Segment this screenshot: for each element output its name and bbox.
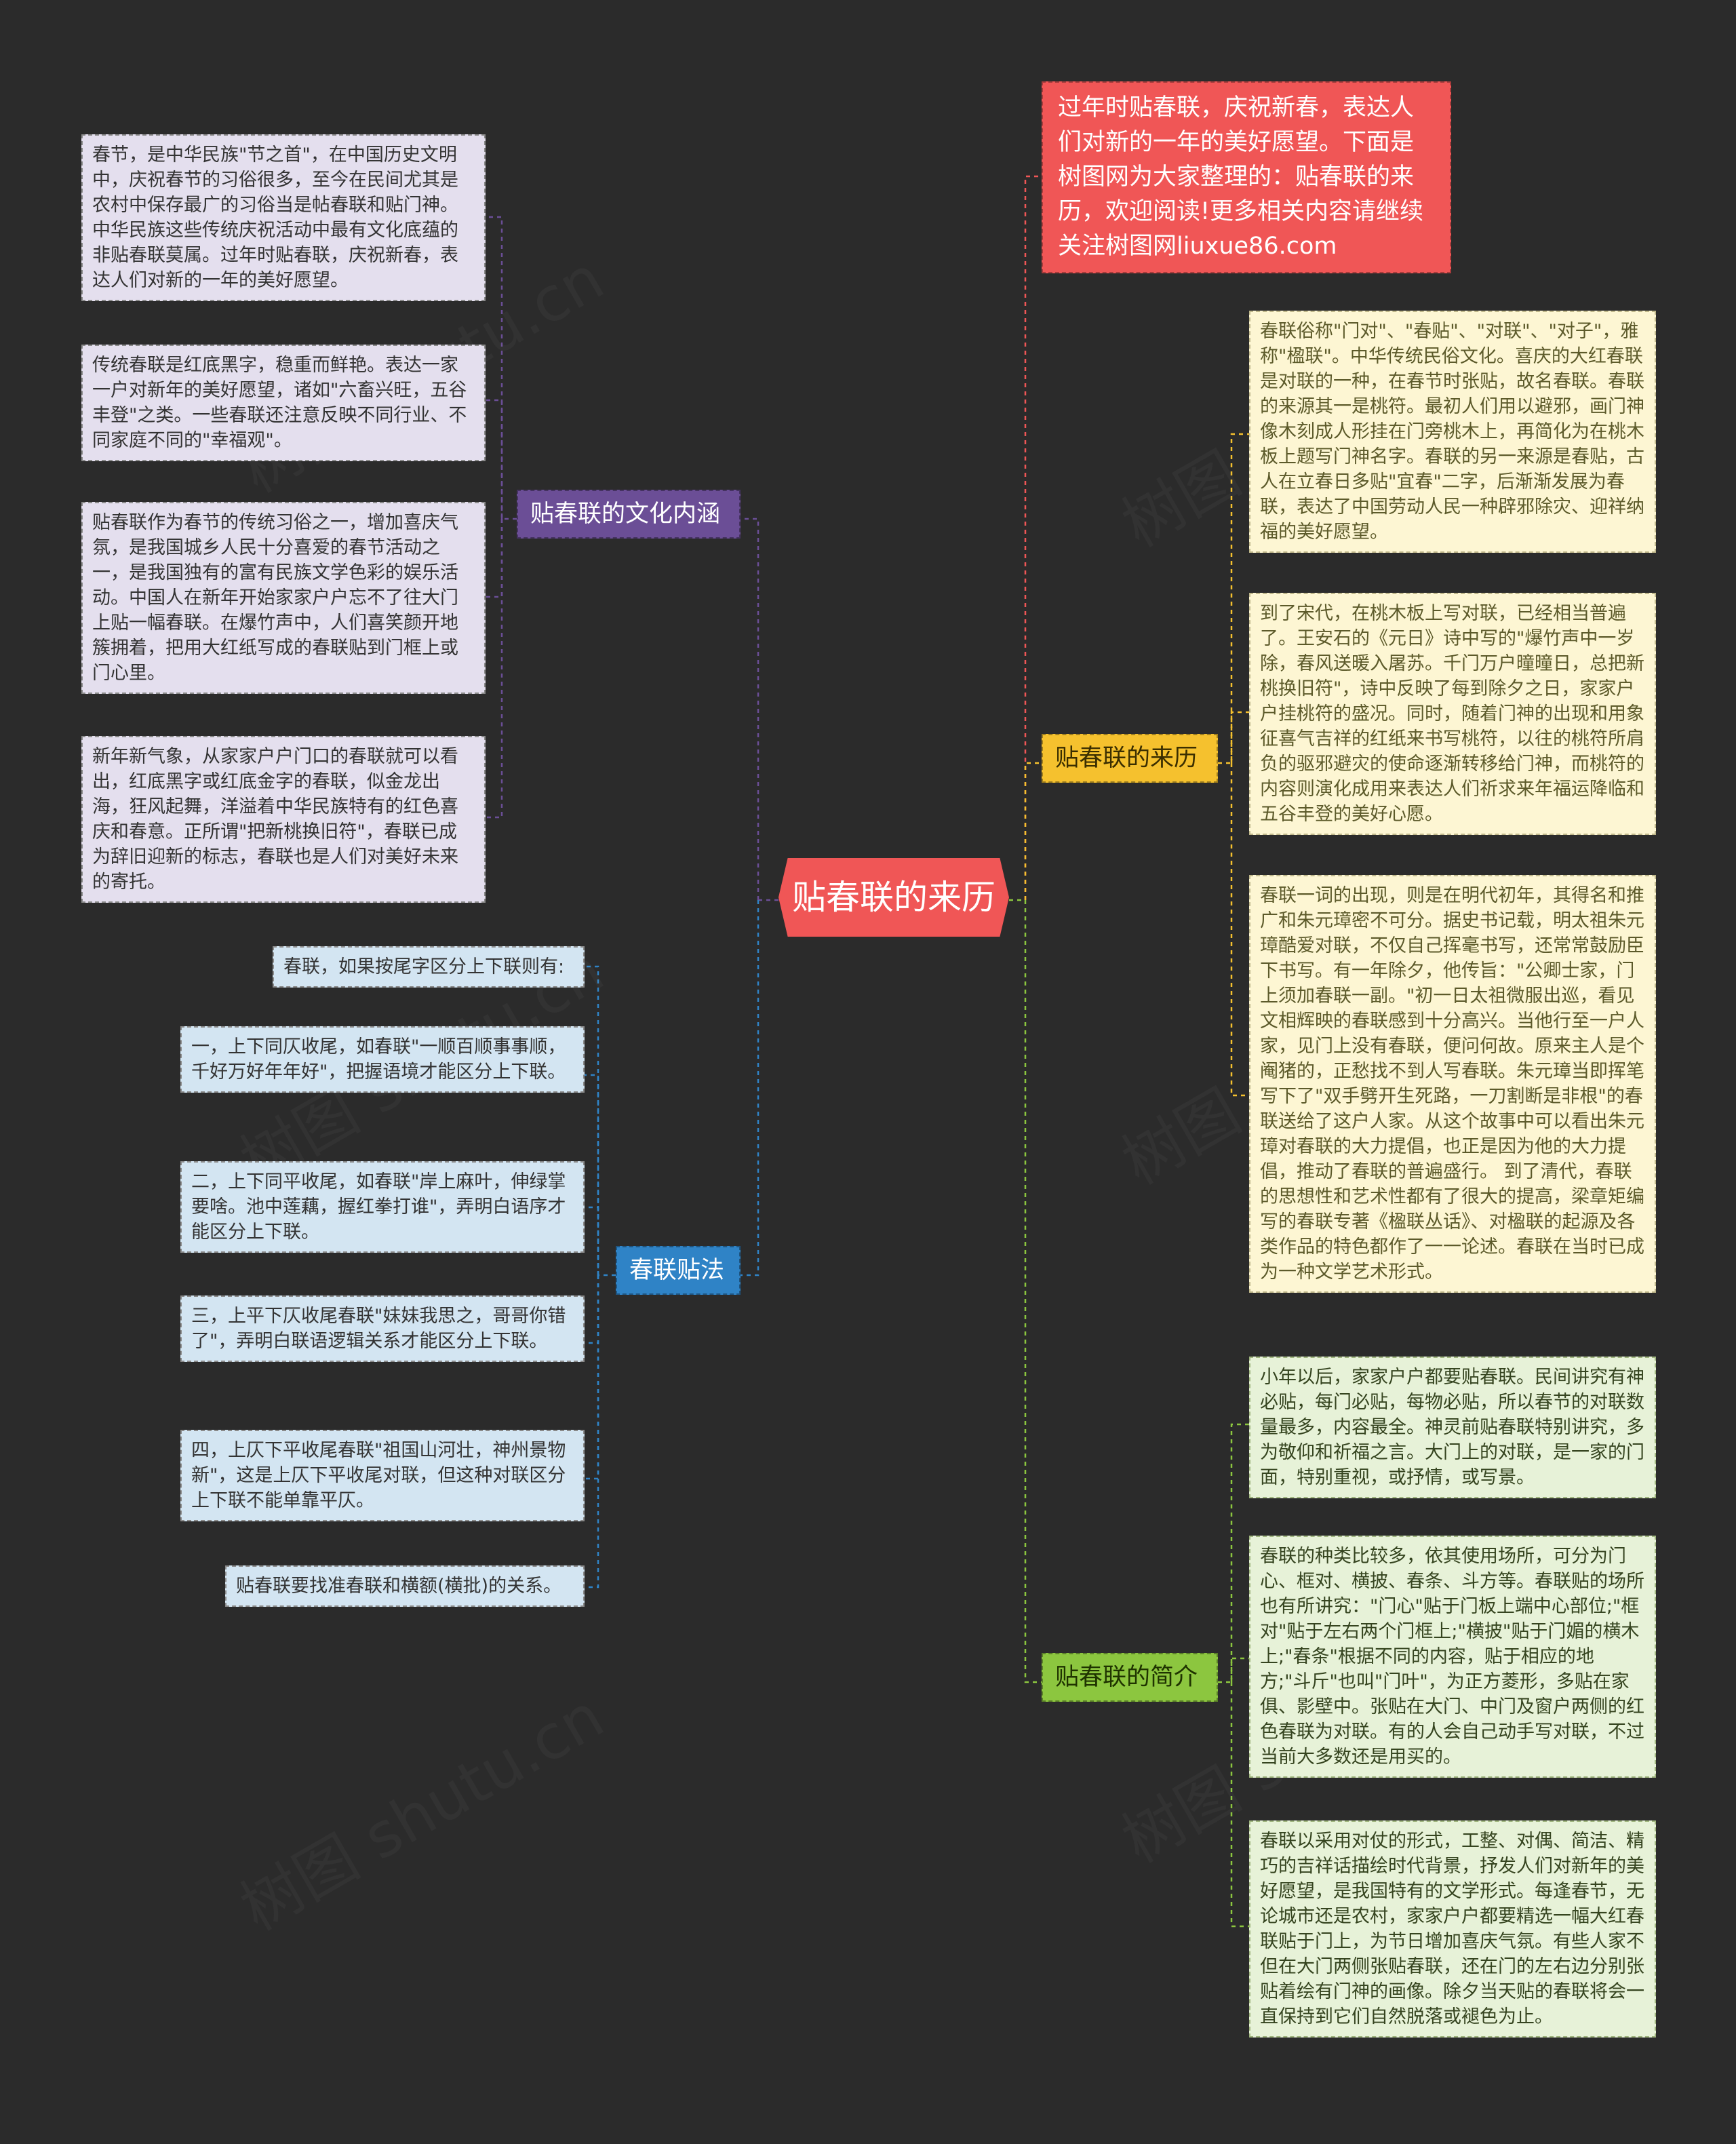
culture-leaf-1[interactable]: 春节，是中华民族"节之首"，在中国历史文明中，庆祝春节的习俗很多，至今在民间尤其… [81,134,486,301]
branch-culture[interactable]: 贴春联的文化内涵 [517,490,741,539]
intro-leaf-1[interactable]: 小年以后，家家户户都要贴春联。民间讲究有神必贴，每门必贴，每物必贴，所以春节的对… [1249,1357,1656,1498]
method-leaf-2[interactable]: 一，上下同仄收尾，如春联"一顺百顺事事顺，千好万好年年好"，把握语境才能区分上下… [180,1026,585,1093]
method-leaf-5[interactable]: 四，上仄下平收尾春联"祖国山河壮，神州景物新"，这是上仄下平收尾对联，但这种对联… [180,1430,585,1521]
origin-leaf-3[interactable]: 春联一词的出现，则是在明代初年，其得名和推广和朱元璋密不可分。据史书记载，明太祖… [1249,875,1656,1293]
method-leaf-4[interactable]: 三，上平下仄收尾春联"妹妹我思之，哥哥你错了"，弄明白联语逻辑关系才能区分上下联… [180,1295,585,1362]
culture-leaf-4[interactable]: 新年新气象，从家家户户门口的春联就可以看出，红底黑字或红底金字的春联，似金龙出海… [81,736,486,903]
origin-leaf-2[interactable]: 到了宋代，在桃木板上写对联，已经相当普遍了。王安石的《元日》诗中写的"爆竹声中一… [1249,593,1656,835]
method-leaf-6[interactable]: 贴春联要找准春联和横额(横批)的关系。 [225,1565,585,1607]
branch-intro[interactable]: 贴春联的简介 [1042,1653,1218,1702]
root-node[interactable]: 贴春联的来历 [778,858,1009,937]
method-leaf-3[interactable]: 二，上下同平收尾，如春联"岸上麻叶，伸绿掌要啥。池中莲藕，握红拳打谁"，弄明白语… [180,1161,585,1253]
origin-leaf-1[interactable]: 春联俗称"门对"、"春贴"、"对联"、"对子"，雅称"楹联"。中华传统民俗文化。… [1249,311,1656,553]
branch-origin[interactable]: 贴春联的来历 [1042,734,1218,783]
method-leaf-1[interactable]: 春联，如果按尾字区分上下联则有: [273,946,585,988]
intro-leaf-2[interactable]: 春联的种类比较多，依其使用场所，可分为门心、框对、横披、春条、斗方等。春联贴的场… [1249,1536,1656,1778]
branch-method[interactable]: 春联贴法 [616,1246,741,1295]
intro-leaf-3[interactable]: 春联以采用对仗的形式，工整、对偶、简洁、精巧的吉祥话描绘时代背景，抒发人们对新年… [1249,1820,1656,2038]
culture-leaf-2[interactable]: 传统春联是红底黑字，稳重而鲜艳。表达一家一户对新年的美好愿望，诸如"六畜兴旺，五… [81,345,486,461]
culture-leaf-3[interactable]: 贴春联作为春节的传统习俗之一，增加喜庆气氛，是我国城乡人民十分喜爱的春节活动之一… [81,502,486,694]
intro-summary-node[interactable]: 过年时贴春联，庆祝新春，表达人们对新的一年的美好愿望。下面是树图网为大家整理的：… [1042,81,1451,273]
